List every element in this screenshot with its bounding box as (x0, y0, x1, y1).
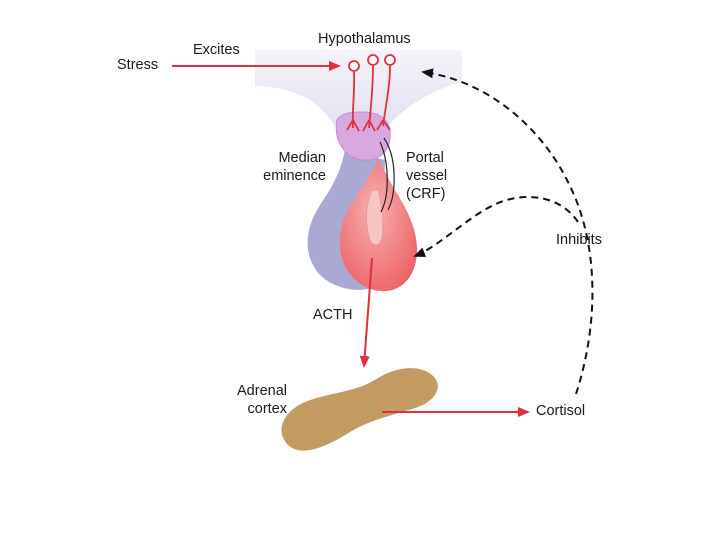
anterior-highlight (365, 189, 384, 246)
label-hypothalamus: Hypothalamus (318, 31, 411, 47)
label-adrenal: Adrenal (237, 383, 287, 399)
label-median: Median (278, 150, 326, 166)
label-eminence: eminence (263, 168, 326, 184)
feedback-to-pituitary (413, 196, 579, 257)
label-acth: ACTH (313, 307, 353, 323)
acth-arrow (359, 257, 373, 368)
label-inhibits: Inhibits (556, 232, 602, 248)
hypothalamic-neurons (346, 54, 396, 132)
median-eminence (335, 111, 391, 161)
label-crf: (CRF) (406, 186, 446, 202)
label-portal: Portal (406, 150, 444, 166)
label-vessel: vessel (406, 168, 448, 184)
adrenal-cortex (281, 368, 438, 451)
portal-vessel-line-b (379, 141, 388, 213)
hypothalamus-region (255, 50, 462, 132)
feedback-to-hypothalamus (421, 68, 594, 395)
label-excites: Excites (193, 42, 240, 58)
portal-vessel-line-a (383, 137, 395, 211)
label-cortex: cortex (247, 401, 288, 417)
label-stress: Stress (117, 57, 159, 73)
label-cortisol: Cortisol (536, 403, 586, 419)
